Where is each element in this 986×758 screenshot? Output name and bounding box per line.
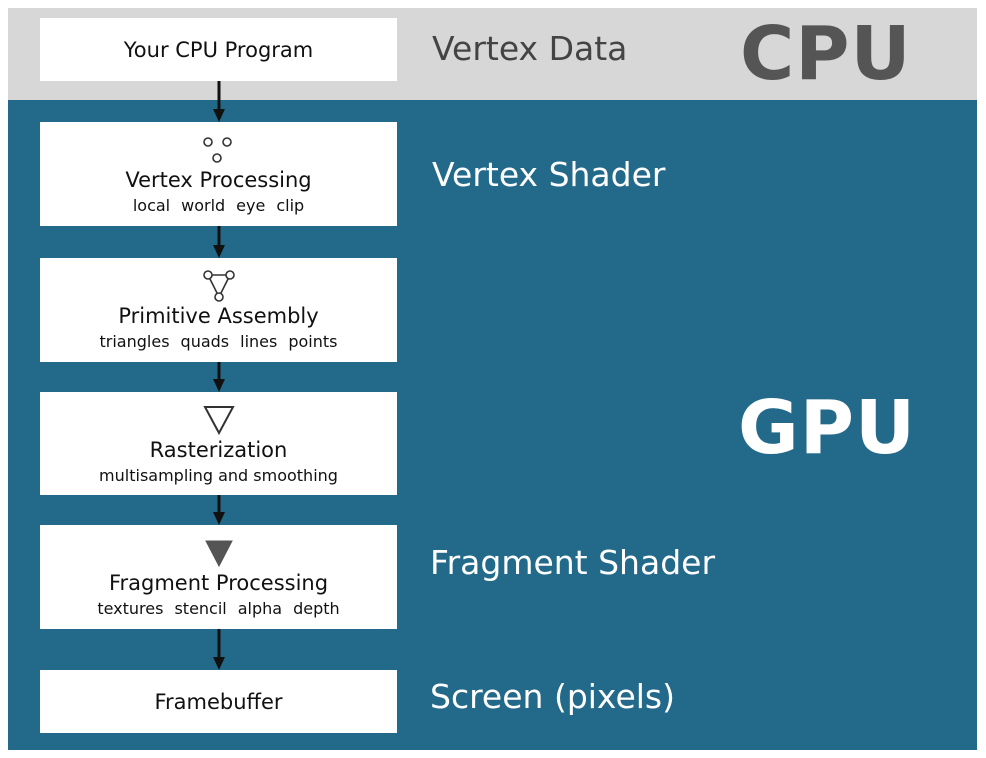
stage-subtitle: local [132,196,171,215]
stage-title: Rasterization [149,437,288,462]
stage-subtitle: clip [276,196,305,215]
down-arrow [213,81,225,122]
cpu-program-box: Your CPU Program [40,18,397,81]
stage-subtitle: quads [180,332,230,351]
stage-subtitle: alpha [237,599,283,618]
stage-subtitle: lines [240,332,278,351]
stage-subtitles: triangles quads lines points [100,332,338,352]
down-arrow [213,629,225,670]
triangle-outline-icon [199,268,239,304]
stage-title: Fragment Processing [108,571,329,595]
framebuffer-box: Framebuffer [40,670,397,733]
stage-subtitle: depth [293,599,340,618]
stage-subtitle: textures [97,599,164,618]
stage-subtitle: stencil [174,599,227,618]
stage-subtitle: multisampling and smoothing [99,465,338,485]
cpu-region-label: CPU [740,11,912,97]
stage-subtitle: world [181,196,226,215]
gpu-region-label: GPU [738,385,917,471]
down-arrow [213,362,225,392]
stage-title: Your CPU Program [123,37,314,62]
stage-title: Vertex Processing [125,168,312,192]
fragment-processing-box: Fragment Processing textures stencil alpha… [40,525,397,629]
stage-title: Framebuffer [154,689,283,714]
stage-subtitles: textures stencil alpha depth [97,599,339,619]
down-arrow [213,226,225,258]
stage-subtitles: multisampling and smoothing [99,466,338,486]
stage-subtitle: points [288,332,338,351]
vertex-data-label: Vertex Data [432,29,628,68]
vertices-icon [199,132,239,168]
stage-subtitle: triangles [99,332,170,351]
stage-title: Primitive Assembly [118,304,319,328]
vertex-shader-label: Vertex Shader [432,155,666,194]
fragment-shader-label: Fragment Shader [430,543,716,582]
hollow-triangle-icon [201,402,237,438]
screen-label: Screen (pixels) [430,677,675,716]
filled-triangle-icon [201,535,237,571]
rasterization-box: Rasterization multisampling and smoothin… [40,392,397,495]
stage-subtitle: eye [236,196,266,215]
down-arrow [213,495,225,525]
